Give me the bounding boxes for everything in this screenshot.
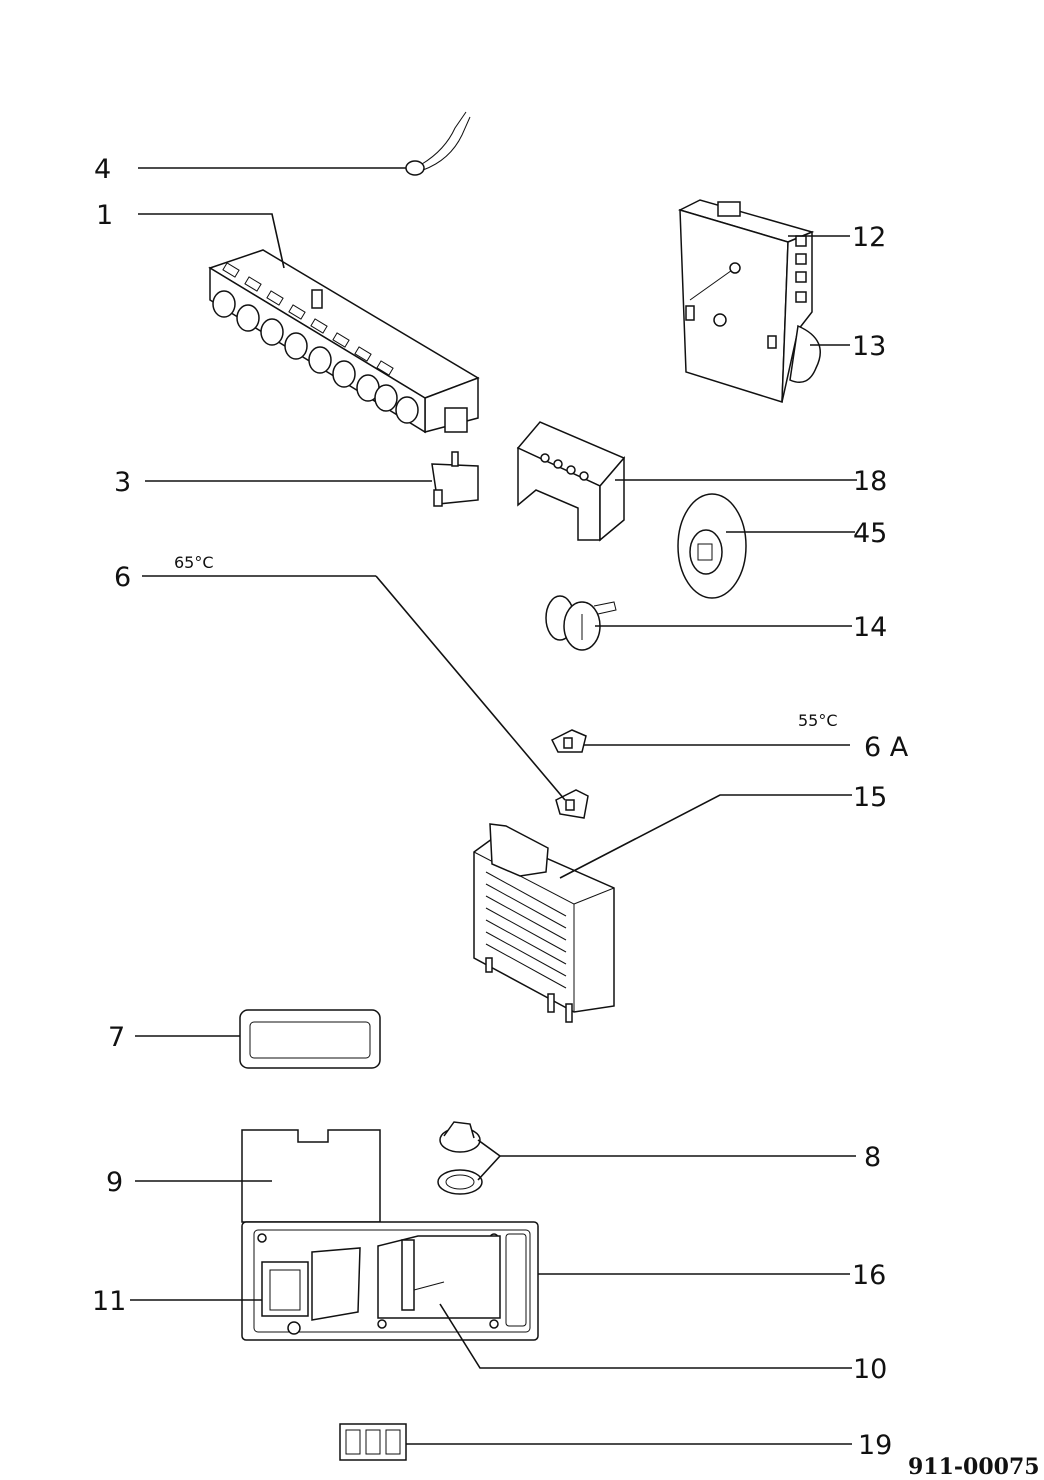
- callout-3: 3: [114, 467, 131, 498]
- leader-line-1: [138, 213, 285, 269]
- callout-8: 8: [864, 1142, 881, 1173]
- switch-bank-windows: [222, 262, 394, 376]
- part-11-relay: [261, 1247, 361, 1335]
- callout-14: 14: [853, 612, 887, 643]
- callout-4: 4: [94, 154, 111, 185]
- part-7-gasket: [239, 1009, 381, 1069]
- callout-6a: 6 A: [864, 732, 909, 763]
- part-3-micro-switch: [431, 451, 479, 507]
- part-8-lamp-and-lens: [437, 1121, 483, 1195]
- switch-bank-buttons: [212, 290, 419, 424]
- part-9-cover-plate: [241, 1129, 381, 1223]
- part-12-timer: [677, 199, 815, 404]
- callout-45: 45: [853, 518, 887, 549]
- part-1-switch-bank: [208, 249, 480, 434]
- timer-terminals: [795, 235, 807, 303]
- callout-18: 18: [853, 466, 887, 497]
- part-19-connector: [339, 1423, 407, 1461]
- callout-9: 9: [106, 1167, 123, 1198]
- callout-6: 6: [114, 562, 131, 593]
- temp-65: 65°C: [174, 553, 214, 572]
- callout-13: 13: [852, 331, 886, 362]
- heater-coils: [485, 871, 567, 989]
- callout-16: 16: [852, 1260, 886, 1291]
- leader-line-8-lens: [477, 1155, 501, 1181]
- part-4-sensor-probe: [405, 111, 471, 176]
- part-15-heater-box: [473, 823, 615, 1023]
- part-10-mechanism-plate: [377, 1235, 501, 1319]
- temp-55: 55°C: [798, 711, 838, 730]
- part-6-thermostat: [555, 789, 589, 819]
- part-13-motor: [789, 324, 821, 383]
- part-18-switch-cover: [516, 421, 626, 542]
- part-14-knob: [545, 595, 617, 651]
- part-45-dial-disc: [677, 493, 747, 599]
- leader-line-6-diagonal: [375, 575, 566, 801]
- document-number: 911-00075: [908, 1454, 1040, 1480]
- part-6a-thermostat: [550, 729, 587, 753]
- callout-7: 7: [108, 1022, 125, 1053]
- leader-line-15: [559, 794, 852, 879]
- callout-19: 19: [858, 1430, 892, 1461]
- callout-10: 10: [853, 1354, 887, 1385]
- callout-12: 12: [852, 222, 886, 253]
- leader-line-8: [477, 1139, 856, 1157]
- leader-line-10: [439, 1303, 852, 1369]
- callout-15: 15: [853, 782, 887, 813]
- callout-11: 11: [92, 1286, 126, 1317]
- callout-1: 1: [96, 200, 113, 231]
